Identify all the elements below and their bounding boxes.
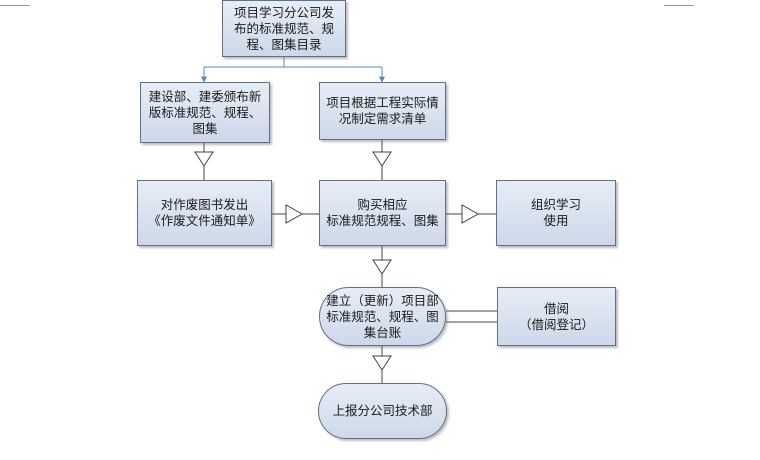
flow-arrow-n5-n6 bbox=[446, 204, 496, 224]
node-borrow: 借阅 （借阅登记） bbox=[497, 287, 616, 346]
node-ledger: 建立（更新）项目部 标准规范、规程、图 集台账 bbox=[319, 287, 446, 346]
flow-arrow-n4-n5 bbox=[272, 204, 319, 224]
flow-arrow-n5-n7 bbox=[372, 246, 392, 287]
top-right-edge-mark bbox=[664, 5, 694, 6]
node-report-tech-dept: 上报分公司技术部 bbox=[318, 383, 447, 439]
flow-arrow-n7-n9 bbox=[372, 346, 392, 383]
top-left-edge-mark bbox=[0, 5, 30, 6]
node-demand-list: 项目根据工程实际情 况制定需求清单 bbox=[319, 82, 446, 140]
link-n7-n8 bbox=[446, 310, 497, 323]
flow-arrow-n2-n4 bbox=[194, 143, 214, 180]
node-organize-study: 组织学习 使用 bbox=[496, 180, 616, 246]
node-learn-catalog: 项目学习分公司发 布的标准规范、规 程、图集目录 bbox=[222, 0, 346, 57]
flow-arrow-n3-n5 bbox=[372, 140, 392, 180]
node-purchase-standards: 购买相应 标准规范规程、图集 bbox=[319, 180, 446, 246]
split-connector bbox=[201, 57, 385, 83]
node-new-standards: 建设部、建委颁布新 版标准规范、规程、 图集 bbox=[140, 82, 270, 143]
node-obsolete-notice: 对作废图书发出 《作废文件通知单》 bbox=[137, 180, 272, 246]
